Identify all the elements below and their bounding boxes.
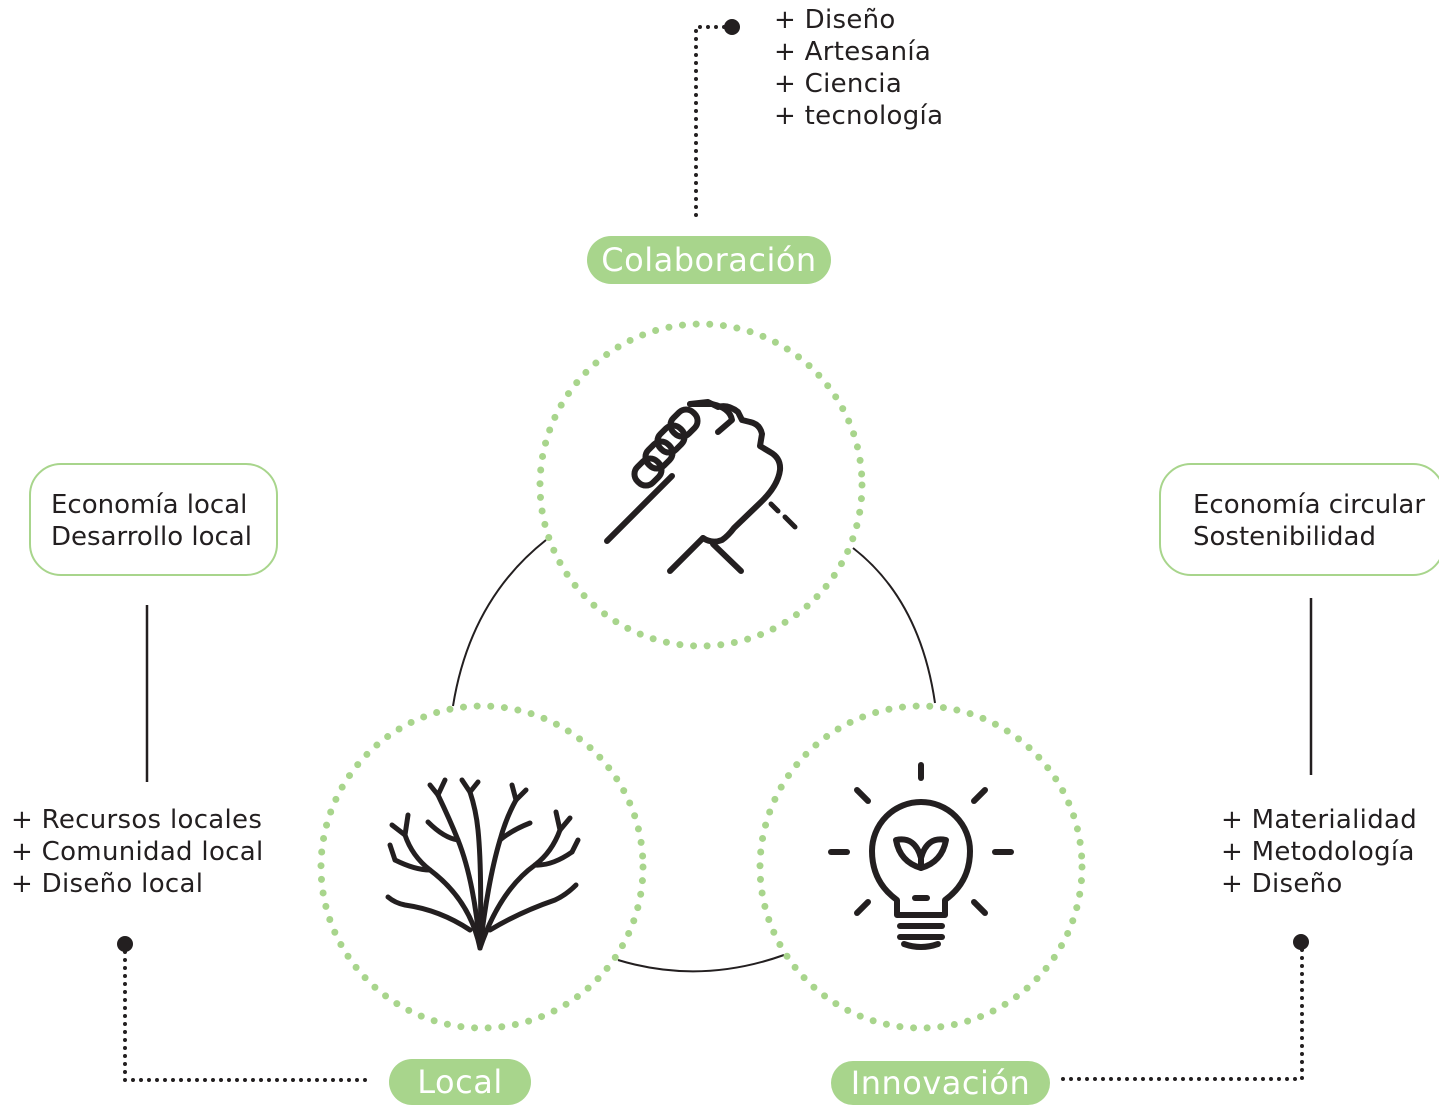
lightbulb-leaf-icon [828,762,1014,950]
connector-dot-innovacion [1293,934,1309,950]
box-local-line-2: Desarrollo local [51,522,252,552]
label-colaboracion: Colaboración [587,236,831,284]
label-local: Local [389,1059,531,1105]
box-innovacion: Economía circular Sostenibilidad [1159,463,1439,576]
label-innovacion: Innovación [831,1061,1050,1105]
colaboracion-item-1: + Diseño [774,5,896,35]
circle-innovacion [756,702,1086,1032]
local-item-2: + Comunidad local [11,837,264,867]
connector-dot-colaboracion [724,19,740,35]
connector-colaboracion [694,25,734,220]
colaboracion-item-4: + tecnología [774,101,944,131]
connector-dot-local [117,936,133,952]
local-item-1: + Recursos locales [11,805,263,835]
arm-wrestling-handshake-icon [604,399,798,574]
innovacion-item-2: + Metodología [1221,837,1415,867]
tree-icon [385,777,581,951]
box-innovacion-line-2: Sostenibilidad [1193,522,1376,552]
box-local: Economía local Desarrollo local [29,463,278,576]
box-local-line-1: Economía local [51,490,248,520]
arc-colaboracion-innovacion [852,547,936,704]
innovacion-item-3: + Diseño [1221,869,1343,899]
colaboracion-item-3: + Ciencia [774,69,903,99]
connector-arcs [452,539,936,973]
box-innovacion-line-1: Economía circular [1193,490,1426,520]
arc-local-colaboracion [452,539,547,707]
connector-local [123,942,372,1082]
colaboracion-item-2: + Artesanía [774,37,932,67]
local-item-3: + Diseño local [11,869,204,899]
circle-local [317,702,647,1032]
circle-colaboracion [536,320,866,650]
innovacion-item-1: + Materialidad [1221,805,1418,835]
arc-local-innovacion [617,954,785,973]
connector-innovacion [1056,940,1304,1081]
